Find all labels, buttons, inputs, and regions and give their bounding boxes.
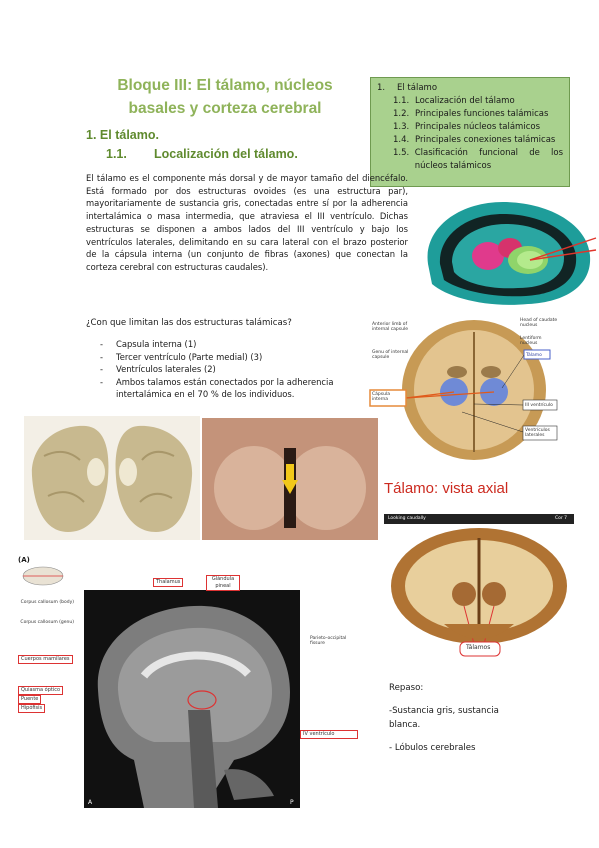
axial-label: Ventrículos laterales bbox=[525, 428, 550, 438]
question-text: ¿Con que limitan las dos estructuras tal… bbox=[86, 318, 292, 328]
list-item-text: Ventrículos laterales (2) bbox=[116, 364, 216, 375]
sagittal-label-p: P bbox=[290, 799, 294, 806]
sagittal-label-box: Cuerpos mamilares bbox=[18, 655, 73, 664]
sagittal-label-box: Thalamus bbox=[153, 578, 184, 587]
toc-item-num: 1.1. bbox=[393, 96, 410, 106]
thalamus-hemispheres-photo bbox=[24, 416, 200, 540]
axial-caption: Tálamo: vista axial bbox=[384, 480, 509, 497]
sagittal-label-box: Hipófisis bbox=[18, 704, 46, 713]
toc-item-label: Principales núcleos talámicos bbox=[415, 122, 541, 132]
sagittal-label-box: Puente bbox=[18, 695, 42, 704]
sagittal-label: Corpus callosum (genu) bbox=[20, 620, 74, 625]
repaso-item: -Sustancia gris, sustancia blanca. bbox=[389, 706, 499, 730]
list-item: -Tercer ventrículo (Parte medial) (3) bbox=[100, 351, 263, 362]
axial-label: Genu of internal capsule bbox=[372, 350, 409, 360]
sagittal-label: Parieto-occipital fissure bbox=[310, 636, 347, 646]
toc-item: 1.2. Principales funciones talámicas bbox=[377, 108, 563, 121]
section-num: 1. bbox=[86, 128, 97, 142]
toc-item-label: Localización del tálamo bbox=[415, 96, 515, 106]
coronal-header-left: Looking caudally bbox=[388, 516, 426, 521]
subsection-label: Localización del tálamo. bbox=[154, 147, 298, 161]
toc-main-label: El tálamo bbox=[397, 83, 438, 93]
sagittal-label-box: Glándula pineal bbox=[206, 575, 240, 591]
toc-item-label: Principales conexiones talámicas bbox=[415, 135, 556, 145]
brain-illustration bbox=[427, 202, 597, 305]
toc-box: 1. El tálamo 1.1. Localización del tálamo… bbox=[370, 77, 570, 187]
limits-list: -Capsula interna (1) -Tercer ventrículo … bbox=[100, 338, 370, 401]
toc-item-num: 1.3. bbox=[393, 122, 410, 132]
coronal-header-right: Cor 7 bbox=[555, 516, 568, 521]
axial-label: Lentiform nucleus bbox=[520, 336, 542, 346]
toc-item-label: Clasificación funcional de los núcleos t… bbox=[414, 148, 563, 171]
coronal-brain-image bbox=[384, 514, 574, 666]
list-item: -Ventrículos laterales (2) bbox=[100, 364, 216, 375]
toc-item: 1.5. Clasificación funcional de los núcle… bbox=[377, 147, 563, 173]
coronal-label: Tálamos bbox=[466, 644, 491, 651]
list-item: -Capsula interna (1) bbox=[100, 339, 197, 349]
toc-item: 1.4. Principales conexiones talámicas bbox=[377, 134, 563, 147]
axial-label: Tálamo bbox=[526, 353, 542, 358]
toc-item-num: 1.2. bbox=[393, 109, 410, 119]
toc-item-label: Principales funciones talámicas bbox=[415, 109, 549, 119]
axial-label: III ventrículo bbox=[525, 403, 553, 408]
mini-brain-icon bbox=[22, 566, 64, 586]
subsection-heading: 1.1. Localización del tálamo. bbox=[106, 147, 298, 161]
list-item: -Ambos talamos están conectados por la a… bbox=[100, 376, 370, 401]
axial-label: Anterior limb of internal capsule bbox=[372, 322, 408, 332]
panel-label: (A) bbox=[18, 556, 30, 564]
section-label: El tálamo. bbox=[99, 128, 159, 142]
section-heading: 1. El tálamo. bbox=[86, 128, 159, 142]
list-item-text: Ambos talamos están conectados por la ad… bbox=[116, 376, 334, 400]
sagittal-mri-image bbox=[84, 590, 300, 808]
toc-main-num: 1. bbox=[377, 83, 386, 93]
title-line-2: basales y corteza cerebral bbox=[128, 100, 322, 117]
sagittal-label-box: IV ventrículo bbox=[300, 730, 358, 739]
page-title: Bloque III: El tálamo, núcleos basales y… bbox=[80, 74, 370, 120]
list-item-text: Capsula interna (1) bbox=[116, 339, 197, 349]
sagittal-label: Corpus callosum (body) bbox=[20, 600, 74, 605]
toc-main-item: 1. El tálamo bbox=[377, 82, 563, 95]
subsection-num: 1.1. bbox=[106, 147, 127, 161]
axial-brain-image bbox=[369, 320, 558, 460]
sagittal-label-a: A bbox=[88, 799, 93, 806]
axial-label: Head of caudate nucleus bbox=[520, 318, 558, 328]
title-line-1: Bloque III: El tálamo, núcleos bbox=[117, 77, 333, 94]
sagittal-label-box: Quiasma óptico bbox=[18, 686, 64, 695]
toc-item-num: 1.5. bbox=[393, 148, 410, 158]
toc-item-num: 1.4. bbox=[393, 135, 410, 145]
toc-item: 1.1. Localización del tálamo bbox=[377, 95, 563, 108]
axial-label: Cápsula interna bbox=[372, 392, 390, 402]
intro-paragraph: El tálamo es el componente más dorsal y … bbox=[86, 173, 408, 272]
third-ventricle-photo bbox=[202, 418, 378, 540]
toc-item: 1.3. Principales núcleos talámicos bbox=[377, 121, 563, 134]
repaso-title: Repaso: bbox=[389, 683, 424, 693]
list-item-text: Tercer ventrículo (Parte medial) (3) bbox=[116, 351, 263, 362]
repaso-item: - Lóbulos cerebrales bbox=[389, 743, 476, 753]
